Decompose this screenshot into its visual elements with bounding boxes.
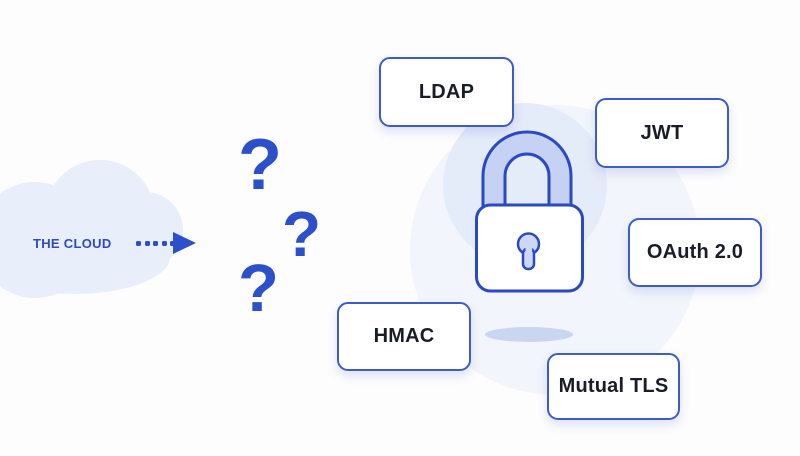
arrow-head-icon	[173, 232, 196, 254]
auth-box-oauth2: OAuth 2.0	[628, 218, 762, 287]
auth-box-label: LDAP	[418, 80, 475, 103]
lock-shackle	[481, 130, 573, 217]
arrow-dot	[153, 241, 158, 246]
cloud-label: THE CLOUD	[33, 236, 112, 251]
lock-shadow	[485, 327, 573, 342]
arrow-dot	[170, 241, 175, 246]
auth-box-label: HMAC	[373, 325, 435, 347]
padlock-icon	[475, 130, 584, 293]
auth-box-jwt: JWT	[595, 98, 729, 168]
question-mark-icon: ?	[238, 125, 282, 205]
auth-box-label: OAuth 2.0	[646, 241, 744, 263]
auth-box-label: Mutual TLS	[558, 375, 669, 397]
auth-box-label: JWT	[640, 121, 684, 144]
arrow-dot	[161, 241, 167, 246]
question-mark-icon: ?	[238, 251, 279, 326]
arrow-dot	[136, 241, 141, 246]
auth-box-ldap: LDAP	[379, 57, 514, 127]
auth-box-mutual-tls: Mutual TLS	[547, 353, 680, 420]
arrow-dot	[144, 241, 150, 246]
auth-box-hmac: HMAC	[337, 302, 471, 371]
question-mark-icon: ?	[282, 198, 322, 270]
cloud-icon	[0, 160, 183, 298]
dotted-arrow-icon	[136, 241, 175, 246]
